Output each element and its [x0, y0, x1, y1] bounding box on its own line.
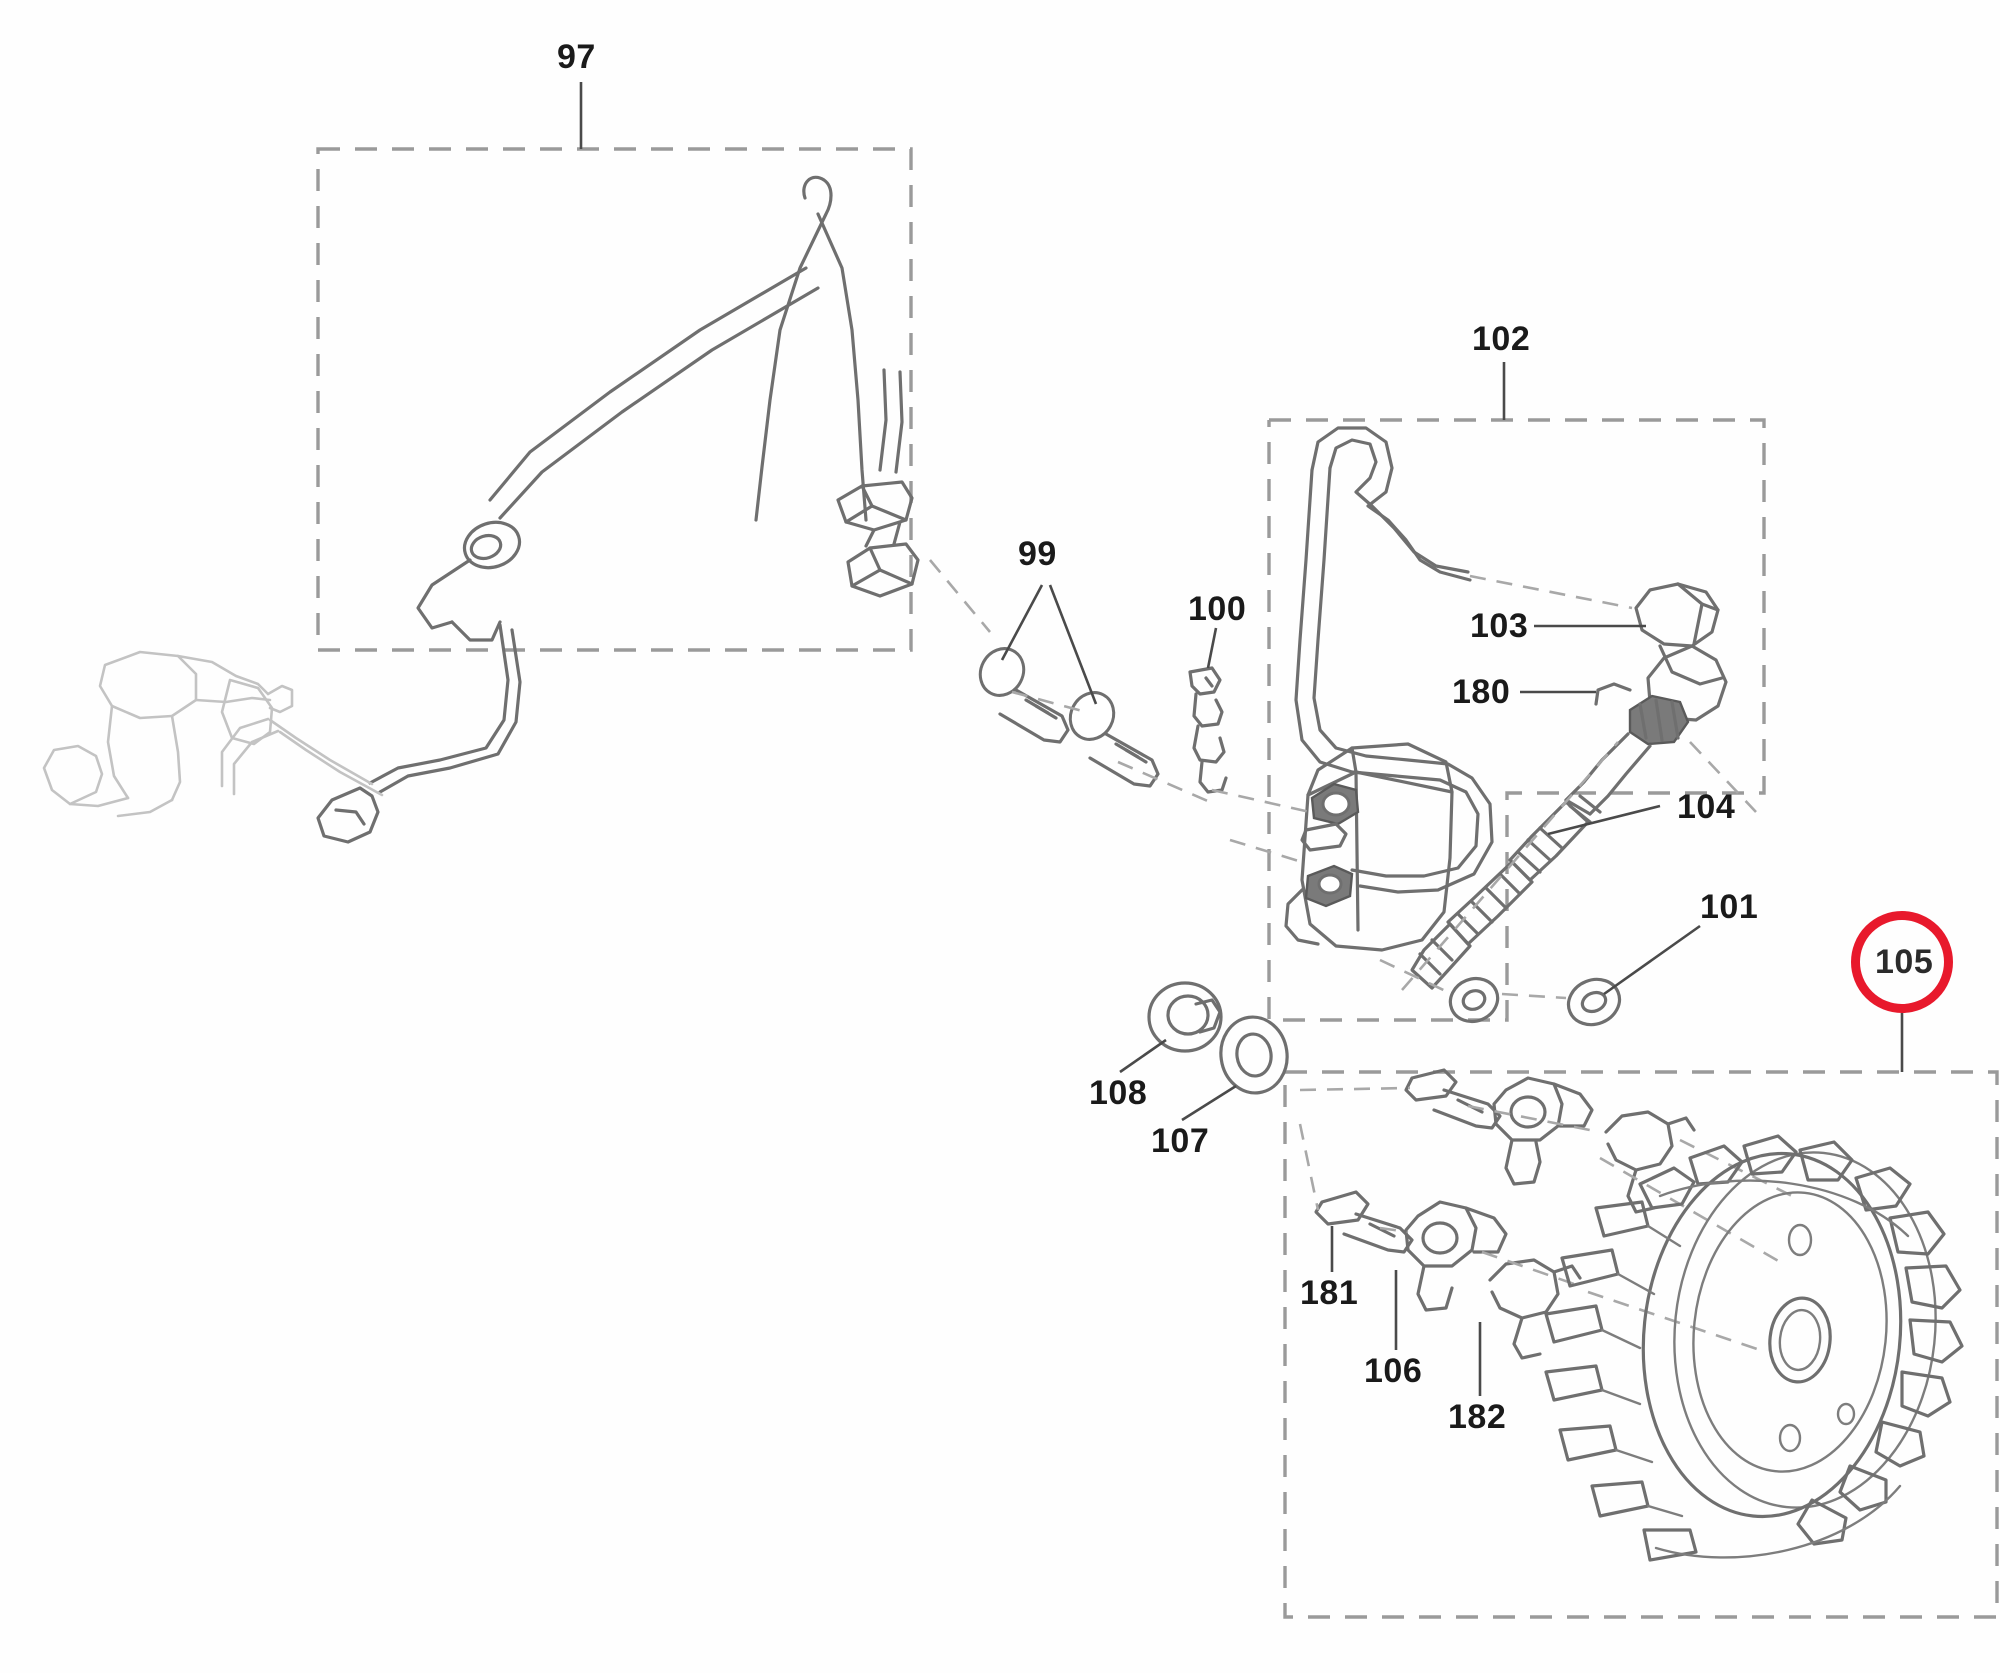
throttle-cable-assembly: [220, 175, 920, 844]
callout-label-102: 102: [1472, 320, 1531, 358]
callout-label-181: 181: [1300, 1274, 1359, 1312]
callout-label-97: 97: [557, 38, 596, 76]
washer-group: [1119, 981, 1289, 1122]
screw-pair: [929, 559, 1211, 804]
callout-label-180: 180: [1452, 673, 1511, 711]
grommet-group: [1379, 924, 1701, 1027]
flywheel-group-parts: [1298, 1068, 1801, 1396]
throttle-trigger-lever: [42, 650, 294, 818]
callout-label-105: 105: [1875, 943, 1934, 981]
flywheel-rotor: [1544, 1134, 1964, 1562]
callout-label-108: 108: [1089, 1074, 1148, 1112]
callout-label-182: 182: [1448, 1398, 1507, 1436]
spark-plug: [1401, 732, 1757, 991]
group-box-102: [1267, 362, 1766, 1022]
callout-label-103: 103: [1470, 607, 1529, 645]
group-box-105: [1283, 1013, 1999, 1619]
callout-label-104: 104: [1677, 788, 1736, 826]
spark-plug-cap: [1469, 574, 1728, 722]
callout-label-99: 99: [1018, 535, 1057, 573]
callout-label-107: 107: [1151, 1122, 1210, 1160]
callout-label-101: 101: [1700, 888, 1759, 926]
callout-label-106: 106: [1364, 1352, 1423, 1390]
ignition-coil-module: [1211, 426, 1494, 952]
callout-label-100: 100: [1188, 590, 1247, 628]
plug-terminal-nut: [1520, 682, 1690, 746]
group-box-97: [316, 82, 913, 652]
highlight-ring-105: [1851, 911, 1953, 1013]
wire-clip-bracket: [1188, 627, 1228, 794]
